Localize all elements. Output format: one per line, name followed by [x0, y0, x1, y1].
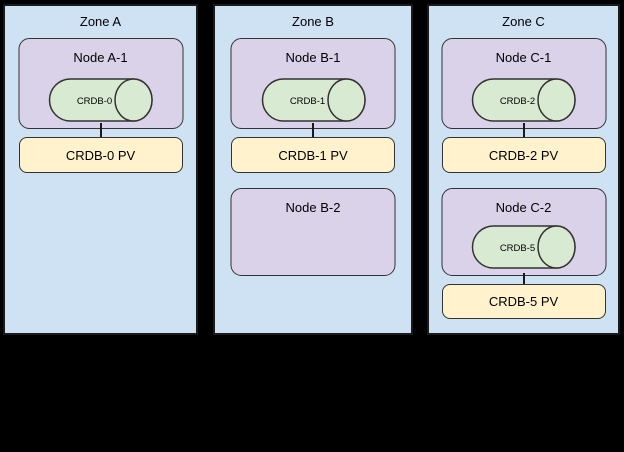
pod-cylinder-crdb-5: CRDB-5	[471, 225, 576, 269]
pv-crdb-1-label: CRDB-1 PV	[278, 147, 348, 163]
node-b-1: Node B-1 CRDB-1	[230, 38, 396, 129]
pod-cylinder-crdb-2: CRDB-2	[471, 78, 576, 122]
connector-crdb-2-to-pv	[522, 123, 525, 137]
pod-crdb-1-label: CRDB-1	[289, 96, 324, 107]
pod-crdb-2-label: CRDB-2	[500, 96, 535, 107]
node-b-1-label: Node B-1	[285, 50, 341, 65]
zone-c-label: Zone C	[502, 14, 545, 29]
pv-crdb-5: CRDB-5 PV	[441, 284, 606, 319]
pod-cylinder-crdb-1: CRDB-1	[261, 78, 366, 122]
zone-b: Zone B Node B-1 CRDB-1 CRDB-1 PV Node B-…	[213, 4, 413, 335]
pod-cylinder-crdb-0: CRDB-0	[48, 78, 153, 122]
zone-b-label: Zone B	[292, 14, 334, 29]
zone-a-label: Zone A	[79, 14, 122, 29]
pv-crdb-2-label: CRDB-2 PV	[488, 147, 559, 163]
pv-crdb-2: CRDB-2 PV	[441, 137, 606, 173]
zone-a: Zone A Node A-1 CRDB-0 CRDB-0 PV	[3, 4, 198, 335]
node-a-1: Node A-1 CRDB-0	[18, 38, 183, 129]
node-c-2-label: Node C-2	[495, 200, 552, 215]
node-b-2: Node B-2	[230, 188, 396, 276]
connector-crdb-5-to-pv	[522, 273, 525, 285]
pod-crdb-5-label: CRDB-5	[500, 243, 535, 254]
pv-crdb-0-label: CRDB-0 PV	[65, 147, 136, 163]
connector-crdb-0-to-pv	[99, 123, 102, 137]
node-c-2: Node C-2 CRDB-5	[441, 188, 606, 276]
pv-crdb-1: CRDB-1 PV	[231, 137, 395, 173]
zone-c: Zone C Node C-1 CRDB-2 CRDB-2 PV Node C-…	[427, 4, 620, 335]
pv-crdb-0: CRDB-0 PV	[18, 137, 183, 173]
node-b-2-label: Node B-2	[285, 200, 341, 215]
node-c-1: Node C-1 CRDB-2	[441, 38, 606, 129]
connector-crdb-1-to-pv	[312, 123, 314, 137]
pod-crdb-0-label: CRDB-0	[77, 96, 112, 107]
node-a-1-label: Node A-1	[73, 50, 128, 65]
pv-crdb-5-label: CRDB-5 PV	[488, 294, 559, 309]
node-c-1-label: Node C-1	[495, 50, 552, 65]
